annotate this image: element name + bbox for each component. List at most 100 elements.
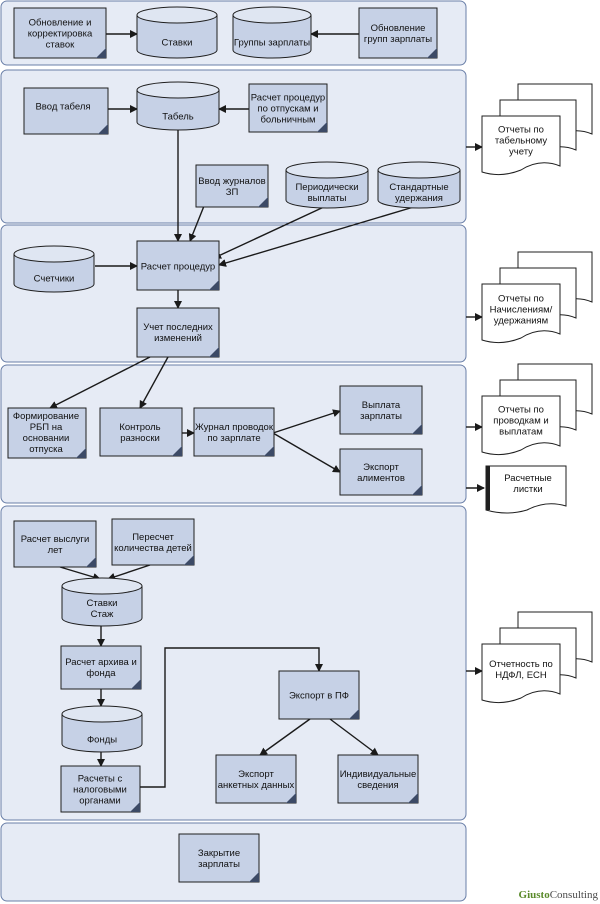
arrow-pf-to-personal (259, 718, 311, 756)
arrow-journal-to-alimony (272, 432, 341, 473)
db-funds: Фонды (61, 705, 143, 753)
label-line: учету (509, 147, 533, 158)
label-line: ставок (46, 40, 76, 51)
label-line: Контроль (119, 422, 160, 433)
label-line: Расчет процедур (251, 93, 325, 104)
arrow-seniority-to-rates (59, 566, 101, 581)
label-line: сведения (357, 780, 398, 791)
label-line: Стаж (91, 609, 114, 620)
label-line: групп зарплаты (364, 34, 432, 45)
arrow-children-to-rates (107, 564, 151, 581)
label-line: Экспорт (363, 462, 399, 473)
label-line: Группы зарплаты (234, 38, 310, 49)
db-counters: Счетчики (13, 245, 95, 293)
label-line: Отчеты по (498, 405, 544, 416)
label-line: проводкам и (493, 416, 548, 427)
label-line: Обновление и (29, 18, 92, 29)
label-line: разноски (120, 433, 160, 444)
label-line: Счетчики (34, 274, 75, 285)
label-line: Пересчет (132, 532, 174, 543)
label-line: Расчет выслуги (21, 534, 90, 545)
label-line: Закрытие (198, 848, 240, 859)
label-line: Ставки (162, 38, 193, 49)
label-line: Журнал проводок (195, 422, 274, 433)
label-line: Выплата (362, 400, 401, 411)
label-line: удержания (395, 193, 443, 204)
label-line: Экспорт (238, 769, 274, 780)
label-line: Отчеты по (498, 294, 544, 305)
label-line: выплатам (499, 427, 543, 438)
label-counters-db: Счетчики (34, 274, 75, 285)
process-timesheet-input: Ввод табеля (23, 87, 109, 135)
label-line: по зарплате (207, 433, 260, 444)
label-line: ЗП (226, 187, 239, 198)
label-timesheet-db: Табель (162, 112, 194, 123)
label-line: Формирование (13, 411, 79, 422)
label-line: табельному (495, 136, 547, 147)
db-timesheet: Табель (136, 81, 220, 131)
label-line: по отпускам и (257, 104, 318, 115)
label-line: Отчеты по (498, 125, 544, 136)
label-timesheet-input: Ввод табеля (35, 102, 90, 113)
label-line: Отчетность по (489, 659, 553, 670)
label-pay-groups-db: Группы зарплаты (234, 38, 310, 49)
label-line: Стандартные (389, 182, 448, 193)
label-line: Индивидуальные (340, 769, 417, 780)
label-line: отпуска (29, 444, 63, 455)
label-line: Табель (162, 112, 194, 123)
connectors (49, 30, 485, 788)
label-line: изменений (154, 333, 202, 344)
label-line: налоговыми (73, 785, 127, 796)
label-line: листки (513, 484, 542, 495)
label-line: больничным (260, 115, 315, 126)
label-line: выплаты (308, 193, 347, 204)
arrow-deductions-to-calc (218, 205, 418, 267)
brand-logo: GiustoConsulting (519, 889, 599, 901)
label-line: Ввод табеля (35, 102, 90, 113)
label-line: Фонды (87, 735, 117, 746)
label-line: Расчетные (504, 473, 552, 484)
brand-part2: Consulting (550, 889, 599, 901)
label-line: зарплаты (360, 411, 402, 422)
arrow-tax-to-pf (140, 647, 323, 788)
label-line: анкетных данных (218, 780, 295, 791)
arrow-changes-to-control (139, 356, 169, 409)
label-line: Учет последних (143, 322, 213, 333)
label-line: РБП на (30, 422, 63, 433)
label-line: Ввод журналов (198, 176, 265, 187)
label-rates-db: Ставки (162, 38, 193, 49)
label-line: Расчет архива и (65, 657, 137, 668)
process-procedure-calc: Расчет процедур (136, 240, 220, 291)
label-line: корректировка (28, 29, 93, 40)
